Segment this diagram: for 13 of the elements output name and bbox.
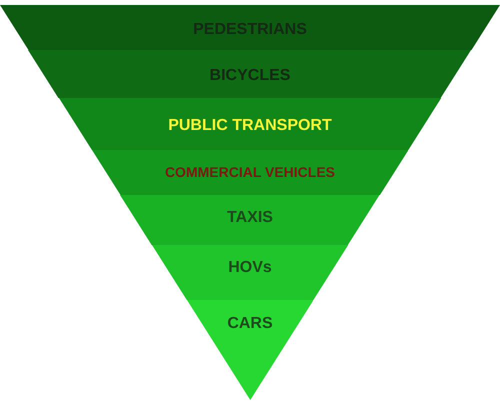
- pyramid-tier: [58, 98, 442, 150]
- pyramid-tier: [186, 300, 314, 400]
- pyramid-tier: [28, 50, 472, 98]
- tier-label: PUBLIC TRANSPORT: [168, 117, 332, 136]
- tier-label: CARS: [227, 315, 273, 334]
- tier-label: TAXIS: [227, 209, 273, 228]
- tier-label: BICYCLES: [210, 67, 290, 86]
- pyramid-tier: [152, 245, 348, 300]
- pyramid-tier: [120, 195, 380, 245]
- tier-label: HOVs: [228, 259, 272, 278]
- pyramid-tier: [0, 5, 500, 50]
- tier-label: COMMERCIAL VEHICLES: [164, 164, 336, 180]
- pyramid-tier: [92, 150, 408, 195]
